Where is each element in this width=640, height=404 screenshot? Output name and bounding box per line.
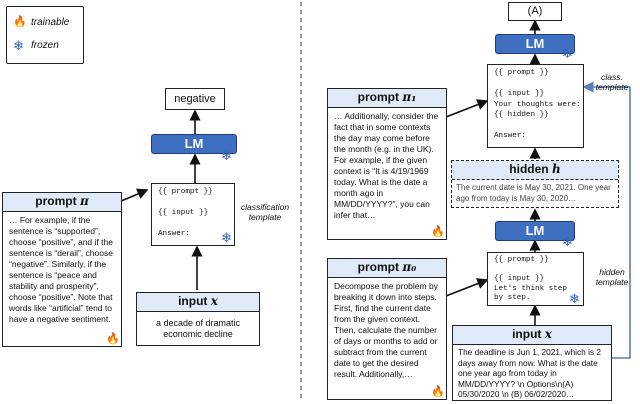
right-input-header: input x [453,326,611,345]
left-input-text: a decade of dramatic economic decline [155,318,241,340]
left-prompt-box: prompt π … For example, if the sentence … [2,192,122,347]
left-prompt-text: … For example, if the sentence is “suppo… [9,215,113,324]
legend-box: 🔥 trainable ❄ frozen [6,6,84,64]
right-hidden-box: hidden h The current date is May 30, 202… [451,160,619,208]
left-template-snowflake-icon: ❄ [221,230,232,245]
right-class-template: {{ prompt }} {{ input }} Your thoughts we… [487,64,584,148]
template-line [494,79,577,90]
right-output-text: (A) [527,5,543,17]
template-line: {{ input }} [494,275,545,284]
template-line: by step. [494,294,531,303]
right-prompt1-header: prompt π₁ [328,89,446,108]
left-output-box: negative [165,88,225,110]
right-lm-top-label: LM [525,36,545,51]
right-prompt1-fire-icon: 🔥 [431,226,445,238]
template-line: {{ prompt }} [494,69,549,77]
right-hidden-text: The current date is May 30, 2021. One ye… [456,183,611,203]
right-hidden-template: {{ prompt }} {{ input }}Let's think step… [487,252,584,306]
x-symbol-right: x [544,327,552,341]
arrow-prompt1-to-class-template [445,99,489,118]
template-line: {{ input }} [494,90,545,98]
template-line [494,266,577,276]
left-input-box: input x a decade of dramatic economic de… [136,292,260,346]
right-hidden-template-label: hidden template [595,267,629,287]
x-symbol: x [210,294,218,308]
template-line [158,198,228,209]
right-output-box: (A) [508,2,562,21]
arrow-prompt0-to-hidden-template [445,278,489,297]
template-line [158,219,228,230]
right-input-box: input x The deadline is Jun 1, 2021, whi… [452,325,612,401]
arrow-input-to-class-template [582,81,631,359]
right-prompt0-header: prompt π₀ [328,259,446,278]
left-lm-block: LM [151,134,237,154]
right-prompt1-box: prompt π₁ … Additionally, consider the f… [327,88,447,240]
template-line: Let's think step [494,284,567,293]
right-class-template-text: {{ prompt }} {{ input }} Your thoughts we… [488,65,583,145]
right-prompt1-text: … Additionally, consider the fact that i… [334,111,439,220]
fire-icon: 🔥 [13,16,27,28]
legend-frozen-label: frozen [31,40,59,51]
template-line: Your thoughts were: [494,100,581,109]
left-prompt-fire-icon: 🔥 [106,333,120,345]
pi-symbol: π [79,194,89,208]
right-class-template-label: class. template [595,72,629,92]
right-prompt0-text: Decompose the problem by breaking it dow… [334,281,438,379]
left-classification-template: {{ prompt }} {{ input }} Answer: [151,183,235,246]
right-lm-bottom-label: LM [525,223,545,238]
template-line [494,121,577,132]
right-prompt0-fire-icon: 🔥 [431,386,445,398]
left-output-text: negative [174,93,216,105]
right-lm-top-snowflake-icon: ❄ [562,46,573,61]
template-line: Answer: [494,132,526,140]
template-line: {{ prompt }} [494,256,549,264]
left-prompt-header: prompt π [3,193,121,212]
template-line: Answer: [158,230,190,238]
right-hidden-header: hidden h [452,161,618,180]
right-input-text: The deadline is Jun 1, 2021, which is 2 … [458,347,601,400]
right-lm-top-block: LM [495,34,575,54]
template-line: {{ prompt }} [158,188,213,196]
pi1-symbol: π₁ [402,90,417,104]
template-line: {{ input }} [158,209,209,217]
pi0-symbol: π₀ [402,260,417,274]
snowflake-icon: ❄ [13,38,24,53]
left-lm-snowflake-icon: ❄ [221,148,232,163]
template-line: {{ hidden }} [494,111,549,119]
left-lm-label: LM [184,136,204,151]
right-hidden-template-text: {{ prompt }} {{ input }}Let's think step… [488,253,583,307]
h-symbol: h [551,162,561,176]
legend-trainable-label: trainable [31,17,70,28]
left-template-text: {{ prompt }} {{ input }} Answer: [152,184,234,243]
right-hidden-template-snowflake-icon: ❄ [569,291,580,306]
right-lm-bottom-block: LM [495,221,575,241]
left-input-header: input x [137,293,259,312]
right-lm-bottom-snowflake-icon: ❄ [562,234,573,249]
left-template-label: classification template [240,202,290,222]
right-prompt0-box: prompt π₀ Decompose the problem by break… [327,258,447,400]
